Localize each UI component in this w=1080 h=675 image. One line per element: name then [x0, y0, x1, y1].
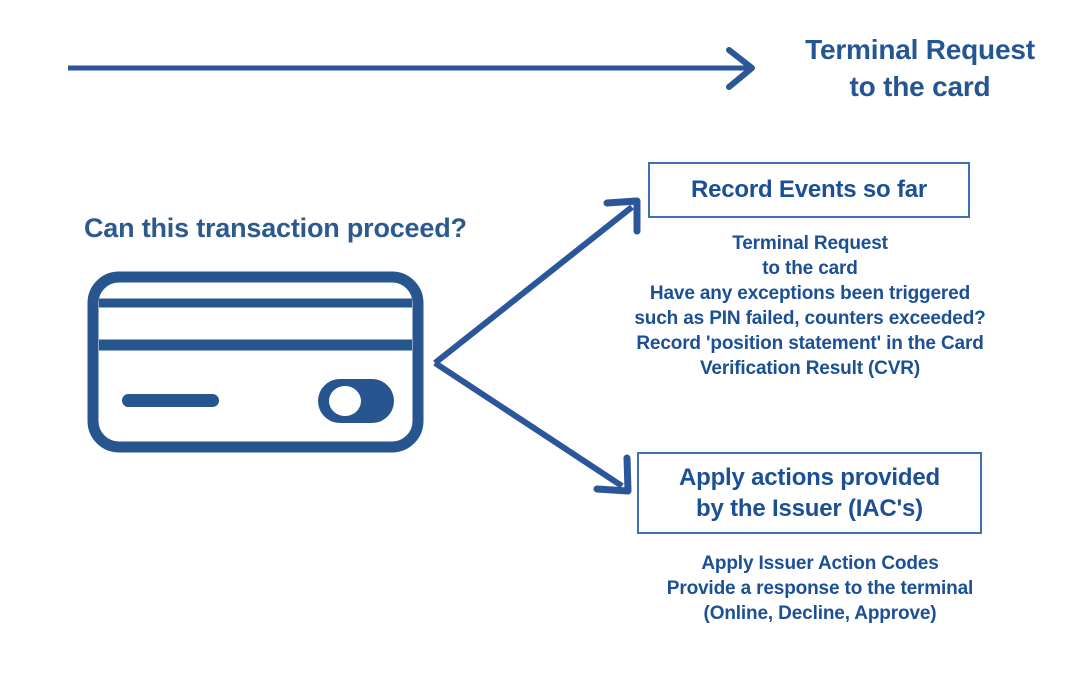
apply-iac-box-label: Apply actions provided by the Issuer (IA…: [679, 463, 940, 522]
transaction-question-label: Can this transaction proceed?: [84, 213, 467, 243]
terminal-request-arrow: [68, 47, 755, 90]
diagonal-arrow-down-right: [433, 360, 632, 495]
record-events-box[interactable]: Record Events so far: [648, 162, 970, 218]
terminal-request-heading: Terminal Request to the card: [805, 34, 1035, 102]
apply-iac-box[interactable]: Apply actions provided by the Issuer (IA…: [637, 452, 982, 534]
credit-card-icon: [87, 271, 424, 453]
record-events-box-label: Record Events so far: [690, 176, 928, 204]
record-events-detail-text: Terminal Request to the card Have any ex…: [634, 233, 986, 380]
apply-iac-detail-text: Apply Issuer Action Codes Provide a resp…: [666, 553, 974, 625]
